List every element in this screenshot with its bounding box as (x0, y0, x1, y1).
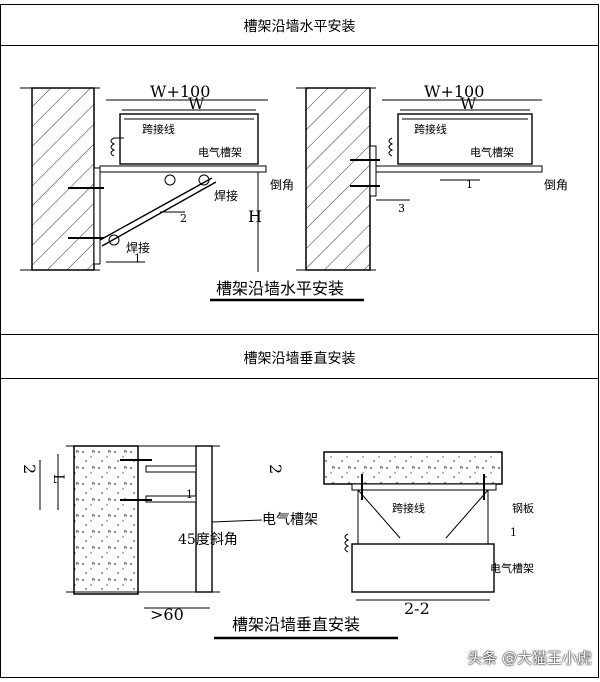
cable-tray-vertical (195, 445, 213, 593)
concrete-wall (305, 87, 371, 271)
callout-1: 1 (466, 178, 473, 191)
dim-w: W (188, 94, 205, 113)
steel-plate (351, 483, 497, 491)
section-title-vertical: 槽架沿墙垂直安装 (243, 351, 356, 367)
section-2-2: 2-2 (404, 599, 430, 618)
watermark: 头条 @大猫王小虎 (467, 649, 592, 667)
label-tray: 电气槽架 (262, 512, 318, 528)
label-chamfer: 倒角 (270, 178, 294, 192)
weld-mark (164, 174, 176, 186)
callout-1: 1 (186, 488, 193, 501)
bracket-arm (99, 165, 267, 173)
vertical-right-detail: 跨接线 钢板 1 电气槽架 2-2 (323, 451, 534, 618)
horizontal-left-detail: W+100 W 跨接线 电气槽架 倒角 焊接 焊接 H 2 1 (20, 82, 294, 272)
dim-w-plus-100: W+100 (424, 82, 484, 101)
callout-1: 1 (134, 252, 141, 265)
dim-60: >60 (150, 605, 184, 624)
label-tray: 电气槽架 (490, 561, 534, 575)
label-jumper: 跨接线 (142, 122, 175, 136)
caption-vertical: 槽架沿墙垂直安装 (232, 615, 360, 634)
row-divider (0, 378, 599, 379)
callout-1: 1 (510, 526, 517, 539)
bracket-arm (375, 165, 543, 173)
wall-plate (93, 167, 101, 265)
label-weld: 焊接 (214, 188, 238, 203)
diagonal-brace (101, 181, 217, 247)
row-divider (0, 45, 599, 46)
label-tray: 电气槽架 (470, 145, 514, 159)
bracket-arm (145, 465, 197, 473)
row-divider (0, 334, 599, 335)
vertical-left-detail: 2 2 L 1 45度斜角 电气槽架 >60 (20, 445, 318, 624)
dim-w-plus-100: W+100 (150, 82, 210, 101)
label-h: H (248, 207, 262, 226)
section-title-horizontal: 槽架沿墙水平安装 (243, 19, 356, 35)
weld-mark (198, 174, 210, 186)
section-label-left: 2 (20, 464, 39, 474)
label-jumper: 跨接线 (392, 501, 425, 515)
diagonal-brace (99, 177, 213, 241)
section-label-right: 2 (266, 464, 285, 474)
callout-3: 3 (398, 202, 405, 215)
cable-tray (119, 113, 259, 165)
jumper-coil (110, 137, 116, 157)
label-jumper: 跨接线 (414, 122, 447, 136)
leader (211, 519, 263, 523)
cable-tray (397, 113, 533, 165)
concrete-slab (323, 451, 503, 485)
wall-plate (369, 145, 377, 197)
cable-tray (351, 543, 495, 593)
weld-mark (108, 234, 120, 246)
label-l: L (50, 474, 66, 483)
jumper-coil (344, 533, 350, 553)
callout-2: 2 (180, 212, 187, 225)
label-45-angle: 45度斜角 (178, 532, 238, 548)
jumper-coil (388, 137, 394, 157)
diagonal-brace (357, 489, 401, 539)
caption-horizontal: 槽架沿墙水平安装 (216, 279, 344, 298)
label-chamfer: 倒角 (544, 178, 568, 192)
label-tray: 电气槽架 (198, 145, 242, 159)
diagonal-brace (445, 489, 489, 539)
label-steel-plate: 钢板 (512, 501, 534, 515)
concrete-wall (73, 445, 139, 595)
label-weld: 焊接 (126, 240, 150, 255)
concrete-wall (31, 87, 95, 271)
dim-w: W (460, 94, 477, 113)
table-border (0, 4, 599, 678)
horizontal-right-detail: W+100 W 跨接线 电气槽架 倒角 1 3 (296, 82, 568, 271)
